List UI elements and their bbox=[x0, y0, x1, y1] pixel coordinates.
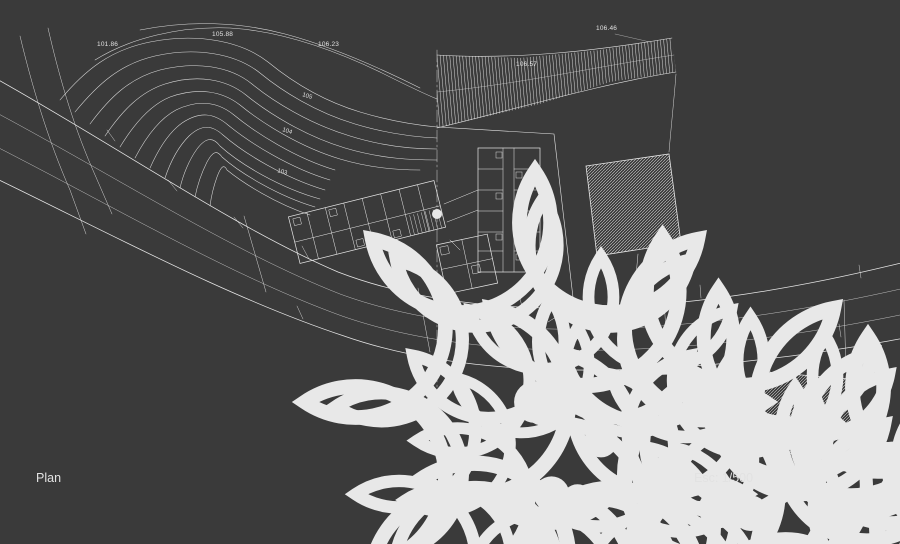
annex-divider bbox=[441, 239, 493, 289]
room-fixture bbox=[495, 233, 503, 241]
footer: Plan Esc: 1/500 bbox=[36, 471, 753, 485]
contour-label: 103 bbox=[276, 168, 288, 177]
contour-line bbox=[179, 139, 321, 200]
slope-bottom-edge bbox=[436, 71, 677, 129]
contour-line bbox=[94, 27, 438, 100]
building-annex bbox=[435, 233, 499, 295]
slope-hatch-area bbox=[437, 38, 676, 128]
elevation-labels: 101.86 105.88 106.23 106.57 106.46 105 1… bbox=[97, 25, 617, 177]
tick-mark bbox=[233, 216, 244, 229]
stair-treads bbox=[409, 208, 442, 236]
contour-line bbox=[209, 166, 311, 216]
lot-line bbox=[19, 35, 87, 235]
road-edge-upper bbox=[0, 80, 900, 309]
elevation-label: 106.57 bbox=[516, 61, 537, 68]
elevation-label: 106.46 bbox=[596, 25, 617, 32]
elevation-label: 105.88 bbox=[212, 31, 233, 38]
slope-ridge-line bbox=[436, 54, 675, 93]
tick-mark bbox=[296, 305, 304, 320]
room-fixture bbox=[392, 229, 402, 239]
elevation-label: 106.23 bbox=[318, 41, 339, 48]
room-fixture bbox=[495, 192, 503, 200]
contour-line bbox=[194, 152, 316, 208]
contour-line bbox=[139, 23, 421, 89]
building-connector bbox=[443, 189, 479, 251]
contour-lines bbox=[59, 23, 438, 216]
tick-mark bbox=[106, 129, 116, 142]
contour-label: 105 bbox=[301, 92, 313, 101]
lot-line bbox=[243, 215, 267, 293]
plan-title: Plan bbox=[36, 471, 61, 485]
contour-label: 104 bbox=[281, 127, 293, 136]
room-fixture bbox=[355, 238, 365, 248]
contour-line bbox=[104, 78, 438, 161]
contour-line bbox=[74, 51, 438, 139]
tick-mark bbox=[699, 284, 702, 299]
lot-line bbox=[47, 27, 113, 215]
tick-mark bbox=[301, 245, 310, 260]
elevation-leader-line bbox=[614, 33, 651, 43]
elevation-label: 101.86 bbox=[97, 41, 118, 48]
contour-line bbox=[119, 91, 421, 171]
room-fixture bbox=[292, 216, 302, 226]
room-fixture bbox=[439, 245, 450, 256]
slope-hatch bbox=[436, 37, 677, 129]
slope-top-edge bbox=[436, 37, 673, 57]
tick-mark bbox=[838, 323, 842, 338]
contour-line bbox=[89, 65, 438, 150]
room-fixture bbox=[515, 171, 523, 179]
linework bbox=[0, 23, 900, 544]
scale-label: Esc: 1/500 bbox=[694, 471, 753, 485]
room-fixture bbox=[471, 264, 482, 275]
tick-mark bbox=[167, 179, 178, 192]
corridor-line bbox=[294, 205, 441, 243]
contour-line bbox=[149, 114, 331, 181]
contour-line bbox=[134, 103, 336, 171]
lot-line bbox=[668, 73, 677, 153]
contour-line bbox=[59, 37, 438, 128]
contour-line bbox=[164, 126, 326, 191]
partition-wall bbox=[306, 184, 430, 260]
tick-mark bbox=[858, 264, 862, 279]
room-fixture bbox=[328, 207, 338, 217]
room-fixture bbox=[495, 151, 503, 159]
